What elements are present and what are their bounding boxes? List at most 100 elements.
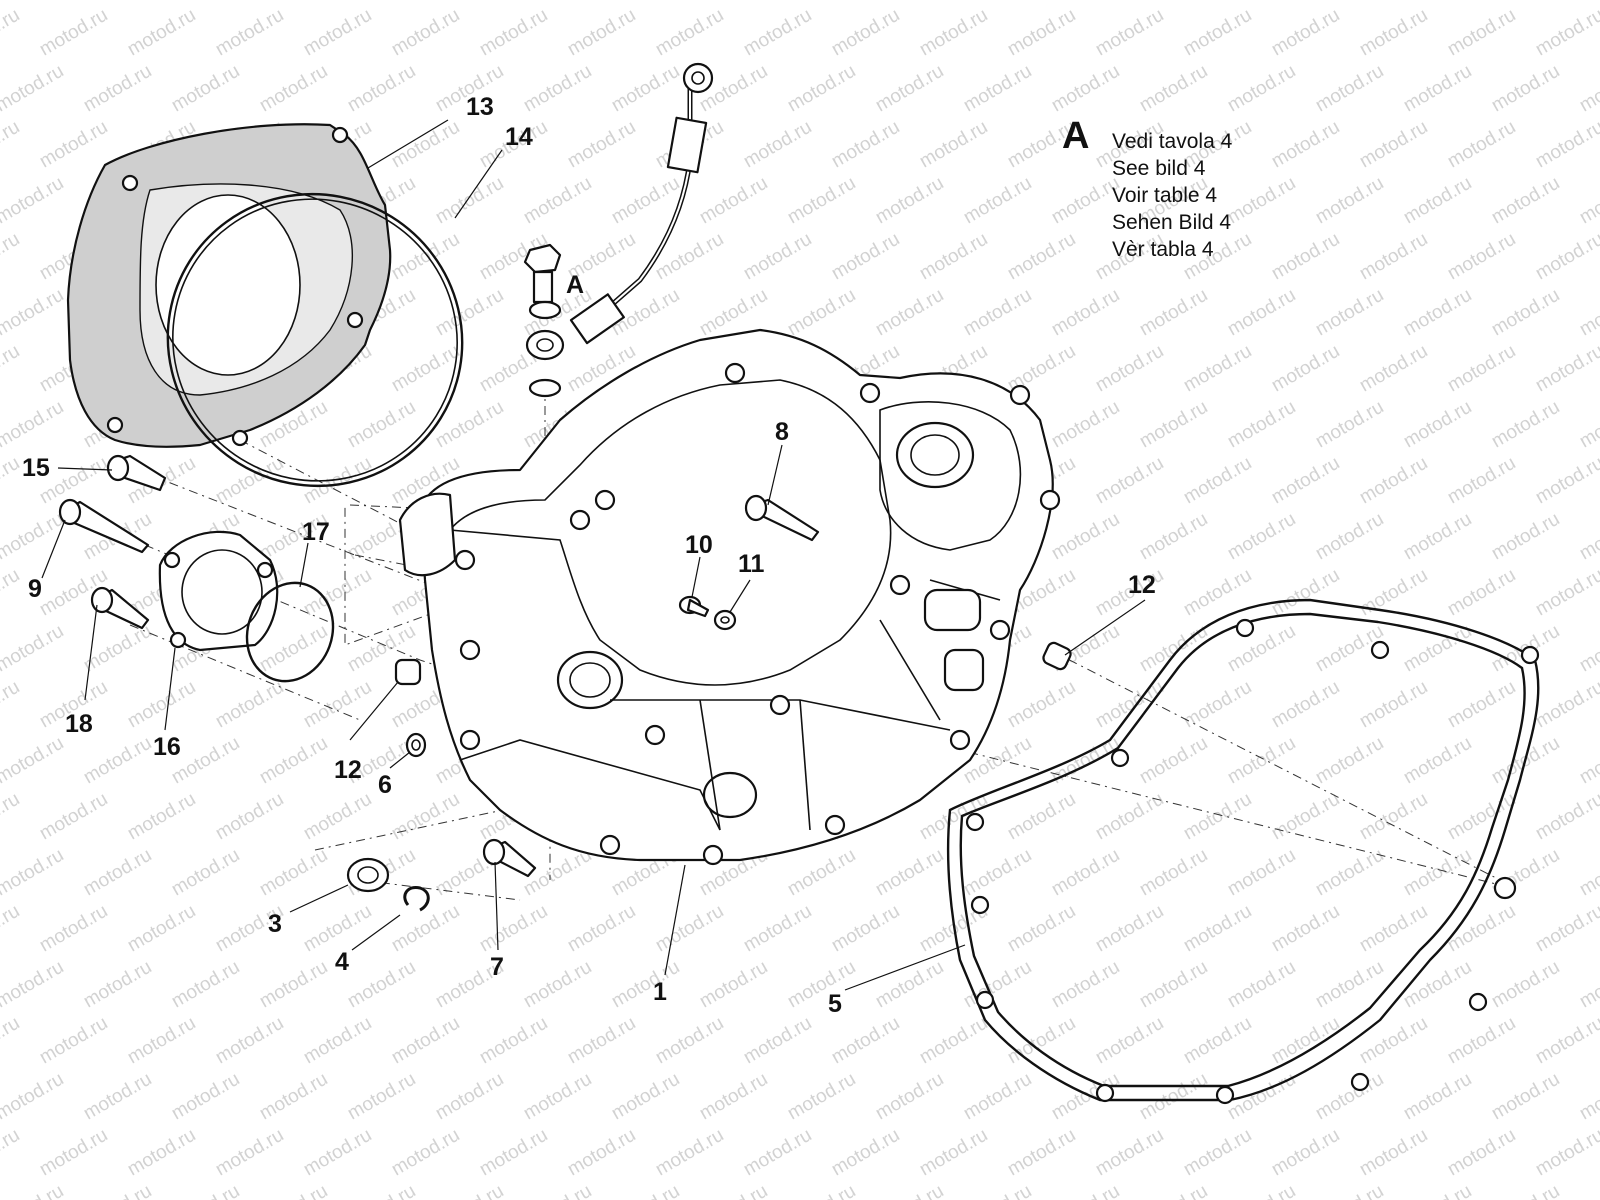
watermark-text: motod.ru (168, 1069, 243, 1125)
watermark-text: motod.ru (1136, 621, 1211, 677)
watermark-text: motod.ru (256, 61, 331, 117)
callout-7: 7 (490, 953, 504, 981)
watermark-text: motod.ru (476, 1125, 551, 1181)
watermark-text: motod.ru (124, 1013, 199, 1069)
watermark-text: motod.ru (1444, 229, 1519, 285)
watermark-text: motod.ru (344, 397, 419, 453)
watermark-text: motod.ru (652, 1013, 727, 1069)
watermark-text: motod.ru (1356, 901, 1431, 957)
watermark-text: motod.ru (1224, 61, 1299, 117)
watermark-text: motod.ru (0, 5, 23, 61)
bolt-part-9 (58, 498, 150, 554)
watermark-text: motod.ru (1136, 845, 1211, 901)
watermark-text: motod.ru (960, 1069, 1035, 1125)
watermark-text: motod.ru (784, 845, 859, 901)
watermark-text: motod.ru (0, 733, 67, 789)
watermark-text: motod.ru (784, 173, 859, 229)
watermark-text: motod.ru (828, 1013, 903, 1069)
watermark-text: motod.ru (212, 5, 287, 61)
watermark-text: motod.ru (1532, 5, 1600, 61)
watermark-text: motod.ru (1488, 1181, 1563, 1200)
callout-4: 4 (335, 948, 349, 976)
watermark-text: motod.ru (300, 565, 375, 621)
watermark-text: motod.ru (1092, 1125, 1167, 1181)
watermark-text: motod.ru (1400, 285, 1475, 341)
watermark-text: motod.ru (212, 789, 287, 845)
watermark-text: motod.ru (0, 957, 67, 1013)
watermark-text: motod.ru (36, 117, 111, 173)
reference-legend: A Vedi tavola 4 See bild 4 Voir table 4 … (1062, 115, 1233, 261)
watermark-text: motod.ru (872, 173, 947, 229)
crankcase-cover-part-1 (398, 328, 1061, 866)
watermark-text: motod.ru (608, 61, 683, 117)
callout-A: A (566, 271, 584, 299)
watermark-text: motod.ru (1092, 5, 1167, 61)
watermark-text: motod.ru (1268, 1125, 1343, 1181)
watermark-text: motod.ru (300, 5, 375, 61)
watermark-text: motod.ru (388, 789, 463, 845)
watermark-text: motod.ru (256, 0, 331, 4)
watermark-text: motod.ru (1048, 1181, 1123, 1200)
watermark-text: motod.ru (432, 173, 507, 229)
watermark-text: motod.ru (388, 229, 463, 285)
gasket-part-5 (946, 598, 1540, 1105)
clip-part-4 (403, 885, 430, 912)
watermark-text: motod.ru (80, 0, 155, 4)
watermark-text: motod.ru (1400, 957, 1475, 1013)
legend-letter: A (1062, 115, 1089, 157)
watermark-text: motod.ru (1444, 5, 1519, 61)
watermark-text: motod.ru (0, 677, 23, 733)
watermark-text: motod.ru (1092, 1013, 1167, 1069)
watermark-text: motod.ru (1004, 229, 1079, 285)
washer-part-6 (405, 732, 427, 758)
watermark-text: motod.ru (1312, 1181, 1387, 1200)
watermark-text: motod.ru (0, 229, 23, 285)
watermark-text: motod.ru (1312, 397, 1387, 453)
watermark-text: motod.ru (916, 117, 991, 173)
watermark-text: motod.ru (1224, 509, 1299, 565)
watermark-text: motod.ru (872, 61, 947, 117)
watermark-text: motod.ru (1092, 901, 1167, 957)
watermark-text: motod.ru (608, 1181, 683, 1200)
watermark-text: motod.ru (80, 957, 155, 1013)
watermark-text: motod.ru (1224, 397, 1299, 453)
watermark-text: motod.ru (388, 341, 463, 397)
watermark-text: motod.ru (1400, 173, 1475, 229)
watermark-text: motod.ru (784, 1069, 859, 1125)
watermark-text: motod.ru (1400, 61, 1475, 117)
watermark-text: motod.ru (1224, 0, 1299, 4)
watermark-text: motod.ru (652, 1125, 727, 1181)
watermark-text: motod.ru (564, 1013, 639, 1069)
watermark-text: motod.ru (80, 845, 155, 901)
watermark-text: motod.ru (1312, 1069, 1387, 1125)
watermark-text: motod.ru (1224, 173, 1299, 229)
watermark-text: motod.ru (960, 285, 1035, 341)
bolt-part-8 (744, 494, 820, 542)
watermark-text: motod.ru (1576, 285, 1600, 341)
watermark-text: motod.ru (1180, 1013, 1255, 1069)
watermark-text: motod.ru (1136, 285, 1211, 341)
watermark-text: motod.ru (1488, 397, 1563, 453)
watermark-text: motod.ru (432, 1069, 507, 1125)
watermark-text: motod.ru (1532, 1013, 1600, 1069)
watermark-text: motod.ru (872, 0, 947, 4)
watermark-text: motod.ru (1488, 0, 1563, 4)
watermark-text: motod.ru (388, 901, 463, 957)
oil-pipe-assembly (523, 62, 714, 398)
watermark-text: motod.ru (1268, 677, 1343, 733)
watermark-text: motod.ru (256, 957, 331, 1013)
watermark-text: motod.ru (740, 5, 815, 61)
watermark-text: motod.ru (1488, 509, 1563, 565)
watermark-text: motod.ru (1356, 117, 1431, 173)
watermark-text: motod.ru (1048, 957, 1123, 1013)
watermark-text: motod.ru (388, 1013, 463, 1069)
watermark-text: motod.ru (0, 61, 67, 117)
watermark-text: motod.ru (1224, 957, 1299, 1013)
watermark-text: motod.ru (124, 1125, 199, 1181)
watermark-text: motod.ru (916, 5, 991, 61)
watermark-text: motod.ru (1400, 397, 1475, 453)
watermark-text: motod.ru (476, 5, 551, 61)
watermark-text: motod.ru (696, 0, 771, 4)
watermark-text: motod.ru (1312, 0, 1387, 4)
watermark-text: motod.ru (80, 1069, 155, 1125)
